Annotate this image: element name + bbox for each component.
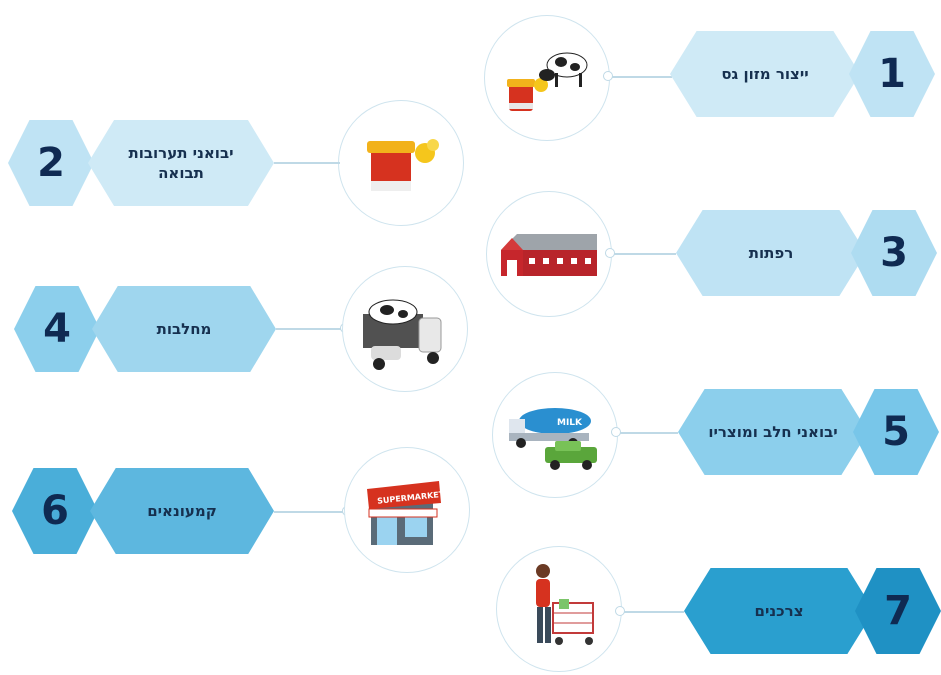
dairy-machine-icon	[363, 299, 442, 370]
step-6-icon-circle: SUPERMARKET	[344, 447, 470, 573]
barn-icon	[501, 234, 597, 276]
step-2-number-badge: 2	[8, 120, 94, 206]
shopper-icon	[536, 564, 594, 645]
connector-dot	[605, 248, 615, 258]
step-4-label: מחלבות	[156, 319, 212, 338]
connector-line	[276, 328, 342, 330]
connector-line	[610, 253, 676, 255]
step-4-banner: מחלבות	[92, 286, 276, 372]
step-3-banner: רפתות	[676, 210, 866, 296]
step-6-number-badge: 6	[12, 468, 98, 554]
step-5-number-badge: 5	[853, 389, 939, 475]
connector-line	[620, 611, 684, 613]
connector-line	[608, 76, 672, 78]
cow-feed-icon	[507, 52, 588, 111]
step-7-number-badge: 7	[855, 568, 941, 654]
step-3-icon-circle	[486, 191, 612, 317]
step-5-icon-circle: MILK	[492, 372, 618, 498]
step-7-icon-circle	[496, 546, 622, 672]
step-1-icon-circle	[484, 15, 610, 141]
step-1-label: ייצור מזון גס	[721, 64, 809, 83]
step-4-number-badge: 4	[14, 286, 100, 372]
step-5-banner: יבואני חלב ומוצריו	[678, 389, 868, 475]
step-7-banner: צרכנים	[684, 568, 874, 654]
step-1-banner: ייצור מזון גס	[670, 31, 860, 117]
connector-dot	[611, 427, 621, 437]
grain-feed-icon	[367, 139, 439, 191]
step-1-number-badge: 1	[849, 31, 935, 117]
step-6-label: קמעונאים	[147, 501, 217, 520]
step-6-banner: קמעונאים	[90, 468, 274, 554]
step-2-label: יבואני תערובות תבואה	[128, 143, 234, 182]
connector-line	[616, 432, 678, 434]
milk-tanker-text: MILK	[557, 418, 583, 428]
connector-line	[274, 162, 340, 164]
milk-truck-icon: MILK	[509, 408, 597, 470]
step-4-icon-circle	[342, 266, 468, 392]
step-2-banner: יבואני תערובות תבואה	[88, 120, 274, 206]
step-5-label: יבואני חלב ומוצריו	[708, 422, 838, 441]
step-7-label: צרכנים	[754, 601, 804, 620]
step-3-label: רפתות	[748, 243, 794, 262]
step-3-number-badge: 3	[851, 210, 937, 296]
supermarket-icon: SUPERMARKET	[367, 481, 445, 545]
connector-dot	[603, 71, 613, 81]
step-2-icon-circle	[338, 100, 464, 226]
connector-dot	[615, 606, 625, 616]
connector-line	[274, 511, 344, 513]
